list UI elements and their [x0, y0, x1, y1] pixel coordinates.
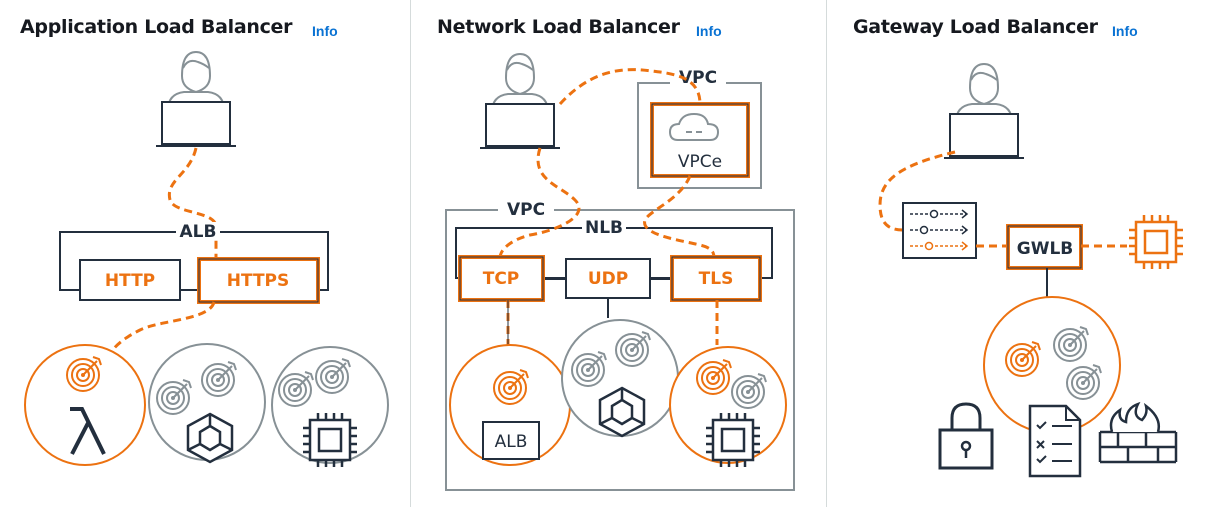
container-icon: [186, 412, 234, 464]
alb-panel: Application Load Balancer Info: [0, 0, 410, 507]
target-icon: [278, 371, 314, 407]
target-icon: [201, 361, 237, 397]
target-icon: [1005, 341, 1041, 377]
nlb-info-link[interactable]: Info: [696, 23, 722, 39]
alb-user-connector: [167, 147, 218, 262]
target-icon: [156, 379, 192, 415]
target-icon: [315, 358, 351, 394]
nlb-udp-listener[interactable]: [565, 258, 651, 299]
nlb-panel-title: Network Load Balancer: [437, 16, 680, 38]
container-icon: [598, 386, 646, 438]
lambda-icon: [70, 407, 106, 455]
target-icon: [696, 359, 732, 395]
chip-icon: [301, 411, 359, 469]
nlb-user-connector: [498, 147, 581, 259]
alb-https-label: HTTPS: [227, 271, 290, 291]
appliance-chip-icon: [1127, 213, 1185, 271]
gwlb-user-icon: [943, 63, 1025, 159]
alb-http-listener[interactable]: [79, 259, 181, 301]
nlb-outer-vpc-label: VPC: [507, 200, 545, 220]
alb-group-label: ALB: [180, 222, 217, 242]
chip-icon: [704, 411, 762, 469]
nlb-tls-label: TLS: [699, 269, 734, 289]
target-icon: [493, 369, 529, 405]
slider-lines: [910, 209, 969, 251]
firewall-icon: [1098, 401, 1178, 464]
nlb-outer-vpc-box: [445, 209, 795, 491]
nlb-target-alb-label: ALB: [495, 432, 528, 452]
nlb-user-to-endpoint-connector: [558, 68, 702, 106]
gwlb-panel-title: Gateway Load Balancer: [853, 16, 1098, 38]
nlb-group-label: NLB: [585, 218, 623, 238]
nlb-tcp-label: TCP: [483, 269, 520, 289]
nlb-target-alb-box: [482, 421, 540, 460]
alb-panel-title: Application Load Balancer: [20, 16, 293, 38]
alb-lambda-target-group: [24, 344, 146, 466]
gwlb-info-link[interactable]: Info: [1112, 23, 1138, 39]
target-icon: [1066, 364, 1102, 400]
gwlb-label: GWLB: [1017, 239, 1074, 259]
alb-https-connector: [106, 301, 216, 361]
gwlb-panel: Gateway Load Balancer Info: [827, 0, 1232, 507]
alb-http-label: HTTP: [105, 271, 155, 291]
alb-user-icon: [155, 51, 237, 147]
target-icon: [731, 373, 767, 409]
target-icon: [615, 331, 651, 367]
divider-1: [410, 0, 411, 507]
divider-2: [826, 0, 827, 507]
nlb-udp-label: UDP: [588, 269, 628, 289]
nlb-user-icon: [479, 53, 561, 149]
nlb-endpoint-vpc-label: VPC: [679, 68, 717, 88]
checklist-icon: [1028, 404, 1082, 478]
nlb-panel: Network Load Balancer Info: [411, 0, 826, 507]
cloud-icon: [668, 112, 720, 141]
target-icon: [571, 351, 607, 387]
gwlb-user-connector: [878, 150, 956, 232]
target-icon: [1053, 326, 1089, 362]
lock-icon: [938, 402, 994, 470]
vpc-endpoint-label: VPCe: [678, 152, 722, 172]
alb-info-link[interactable]: Info: [312, 23, 338, 39]
target-icon: [66, 356, 102, 392]
